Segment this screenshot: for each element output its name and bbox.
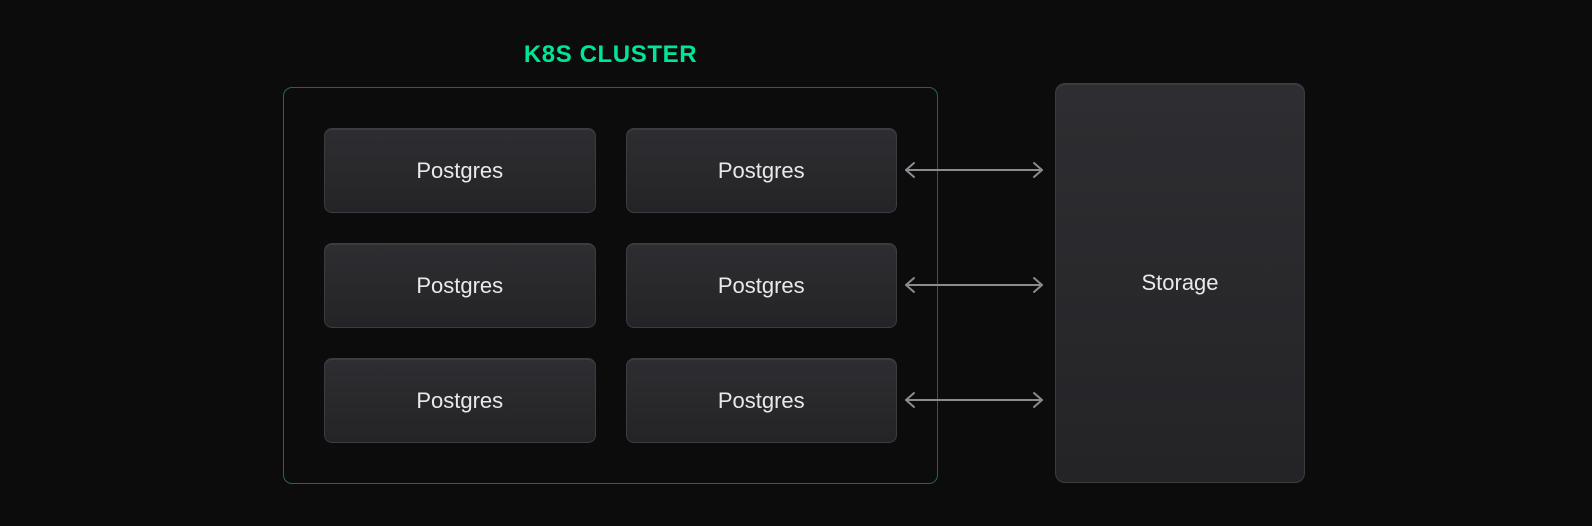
storage-label: Storage bbox=[1141, 270, 1219, 295]
postgres-node: Postgres bbox=[324, 358, 596, 443]
postgres-node-label: Postgres bbox=[416, 272, 504, 298]
postgres-node: Postgres bbox=[324, 128, 596, 213]
storage-node: Storage bbox=[1055, 83, 1305, 483]
postgres-node: Postgres bbox=[625, 243, 897, 328]
postgres-node-label: Postgres bbox=[717, 272, 805, 298]
postgres-node-label: Postgres bbox=[416, 157, 504, 183]
bidirectional-arrow-icon bbox=[903, 159, 1045, 181]
postgres-node-label: Postgres bbox=[717, 157, 805, 183]
postgres-node: Postgres bbox=[324, 243, 596, 328]
k8s-cluster-container: Postgres Postgres Postgres Postgres Post… bbox=[283, 87, 938, 484]
postgres-node: Postgres bbox=[625, 128, 897, 213]
postgres-node-label: Postgres bbox=[717, 387, 805, 413]
cluster-title: K8S CLUSTER bbox=[523, 41, 698, 68]
postgres-node: Postgres bbox=[625, 358, 897, 443]
bidirectional-arrow-icon bbox=[903, 274, 1045, 296]
postgres-node-label: Postgres bbox=[416, 387, 504, 413]
bidirectional-arrow-icon bbox=[903, 389, 1045, 411]
